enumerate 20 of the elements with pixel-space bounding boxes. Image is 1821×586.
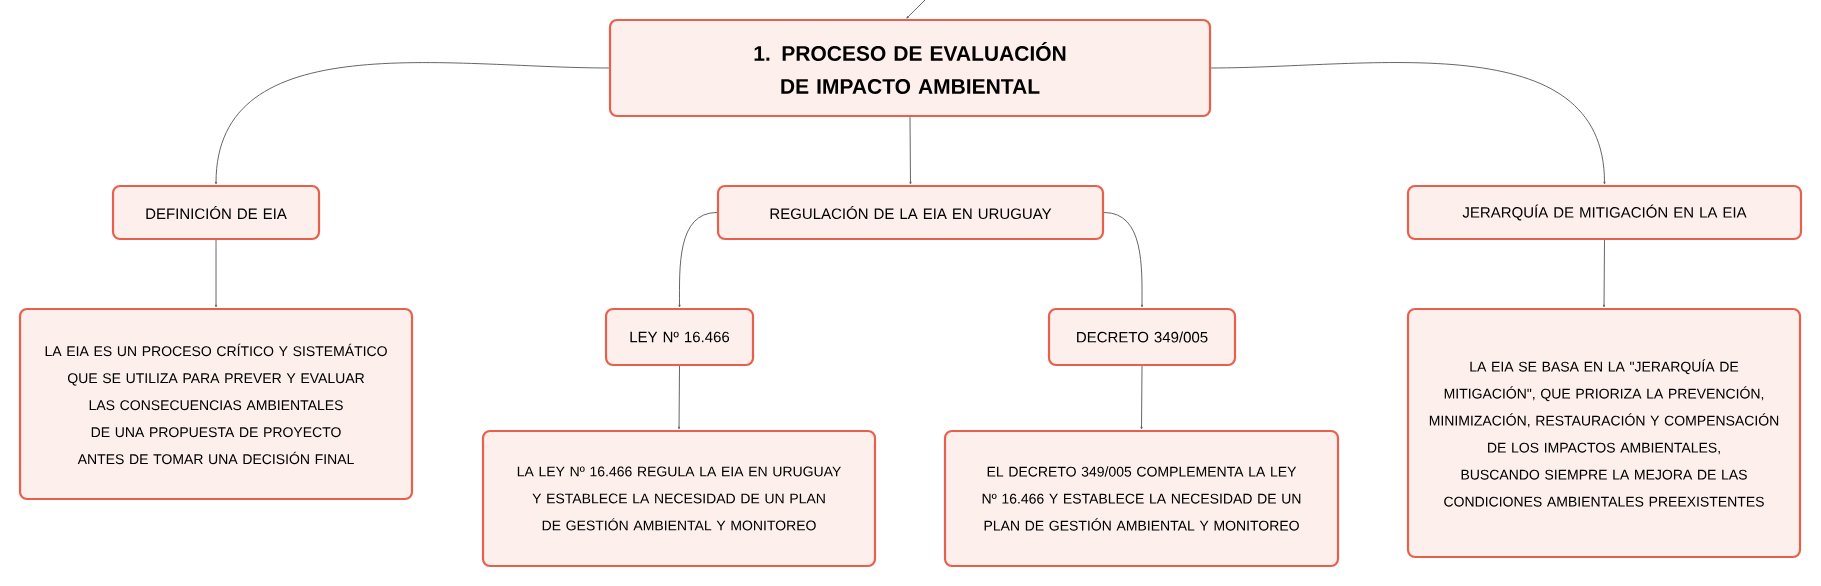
topic-box: REGULACIÓN DE LA EIA EN URUGUAY [716,184,1105,241]
connector [906,0,926,19]
connector [678,212,718,308]
connector [1210,62,1606,185]
connector [909,116,912,185]
central-topic-box: 1. PROCESO DE EVALUACIÓN DE IMPACTO AMBIENTAL [608,18,1212,118]
topic-box: JERARQUÍA DE MITIGACIÓN EN LA EIA [1406,184,1803,241]
connector [1140,365,1143,430]
connector [1602,239,1606,308]
topic-box: DEFINICIÓN DE EIA [111,184,321,241]
topic-box: DECRETO 349/005 [1047,307,1237,367]
connector [1103,212,1144,308]
description-box: LA LEY Nº 16.466 REGULA LA EIA EN URUGUAY Y ESTABLECE LA NECESIDAD DE UN PLAN DE GESTIÓN AMBIENTAL Y MONITOREO [481,429,877,568]
connector [677,365,681,430]
topic-box: LEY Nº 16.466 [604,307,755,367]
description-box: LA EIA ES UN PROCESO CRÍTICO Y SISTEMÁTICO QUE SE UTILIZA PARA PREVER Y EVALUAR LAS CONSECUENCIAS AMBIENTALES DE UNA PROPUESTA DE PROYECTO ANTES DE TOMAR UNA DECISIÓN FINAL [18,307,414,501]
description-box: EL DECRETO 349/005 COMPLEMENTA LA LEY Nº 16.466 Y ESTABLECE LA NECESIDAD DE UN PLAN DE GESTIÓN AMBIENTAL Y MONITOREO [943,429,1340,568]
connector [214,239,218,308]
connector [214,62,610,185]
description-box: LA EIA SE BASA EN LA "JERARQUÍA DE MITIGACIÓN", QUE PRIORIZA LA PREVENCIÓN, MINIMIZACIÓN, RESTAURACIÓN Y COMPENSACIÓN DE LOS IMPACTOS AMBIENTALES, BUSCANDO SIEMPRE LA MEJORA DE LAS CONDICIONES AMBIENTALES PREEXISTENTES [1406,307,1802,559]
